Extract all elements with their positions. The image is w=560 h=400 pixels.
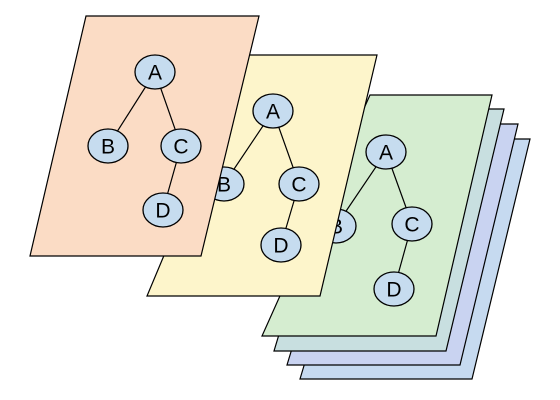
tree-front-sheet: A B C D <box>87 54 202 228</box>
node-c: C <box>391 206 433 242</box>
node-c: C <box>160 128 202 164</box>
node-a-label: A <box>266 101 280 124</box>
node-a-circle <box>365 134 407 170</box>
node-c-label: C <box>404 214 419 237</box>
node-a-circle <box>134 54 176 90</box>
node-d-circle <box>142 192 184 228</box>
node-d-circle <box>260 227 302 263</box>
node-d-label: D <box>155 200 170 223</box>
node-c-circle <box>160 128 202 164</box>
node-c-label: C <box>291 174 306 197</box>
node-d: D <box>260 227 302 263</box>
node-c: C <box>278 166 320 202</box>
node-c-circle <box>278 166 320 202</box>
node-d: D <box>142 192 184 228</box>
node-a-label: A <box>148 62 162 85</box>
node-a-circle <box>252 93 294 129</box>
node-b-label: B <box>101 136 115 159</box>
node-d: D <box>373 271 415 307</box>
node-b: B <box>87 128 129 164</box>
node-d-label: D <box>386 279 401 302</box>
node-a: A <box>365 134 407 170</box>
node-c-circle <box>391 206 433 242</box>
node-a: A <box>134 54 176 90</box>
node-b-circle <box>87 128 129 164</box>
node-d-circle <box>373 271 415 307</box>
node-a-label: A <box>379 142 393 165</box>
node-b-label: B <box>217 174 231 197</box>
sheet-front <box>29 15 260 257</box>
tree-middle-sheet: A B C D <box>203 93 320 263</box>
node-d-label: D <box>273 235 288 258</box>
node-c-label: C <box>173 136 188 159</box>
node-a: A <box>252 93 294 129</box>
